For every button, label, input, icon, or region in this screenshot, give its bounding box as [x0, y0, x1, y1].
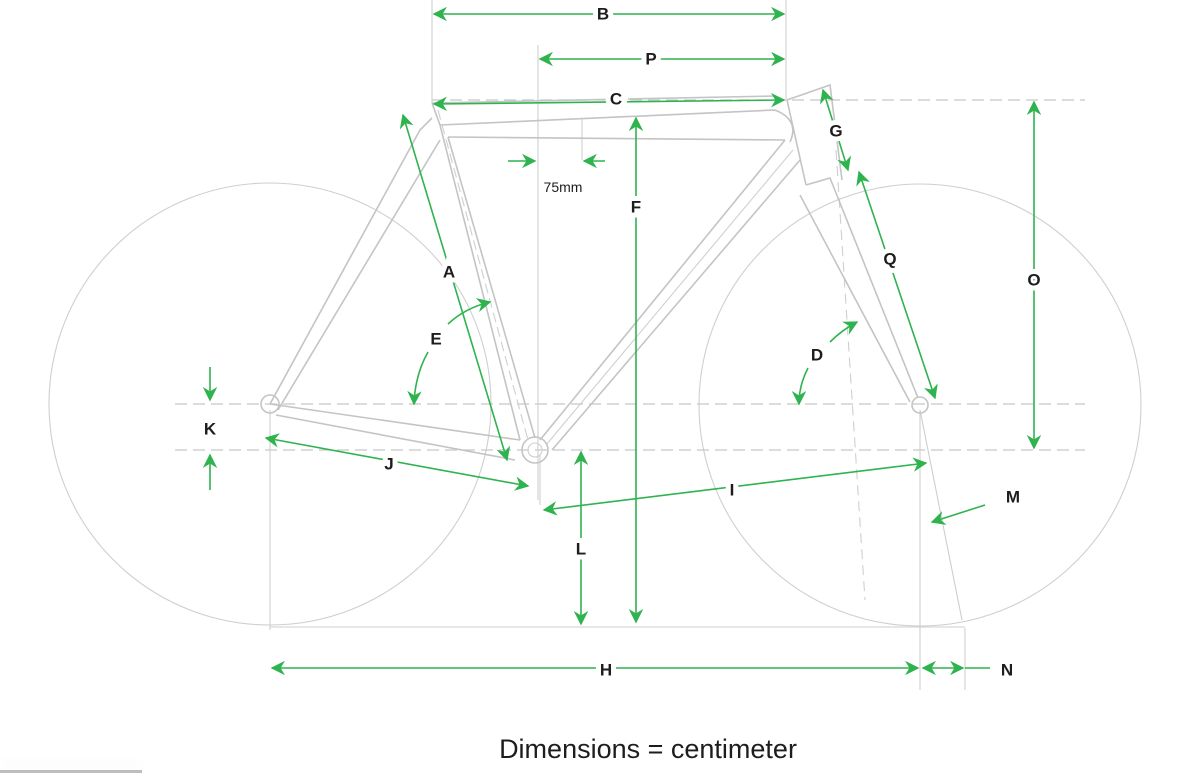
arrow-Q [856, 170, 938, 400]
label-D: D [811, 346, 823, 365]
label-G: G [829, 122, 842, 141]
dimension-arrows [202, 6, 1042, 676]
arrow-D-upper [829, 321, 859, 343]
dimension-labels: B P C G 75mm F Q O A E D K J I M L H N [199, 0, 1046, 685]
arrow-E-upper [447, 298, 492, 325]
arrow-C [432, 92, 786, 112]
arrow-I [542, 457, 928, 516]
horizontal-scrollbar[interactable] [0, 770, 142, 773]
label-K: K [204, 420, 217, 439]
arrow-A [399, 113, 511, 462]
label-M: M [1006, 488, 1020, 507]
label-F: F [631, 198, 641, 217]
label-E: E [430, 330, 441, 349]
label-C: C [610, 90, 622, 109]
arrow-G [819, 88, 852, 172]
units-caption: Dimensions = centimeter [499, 734, 797, 764]
arrow-E-lower [407, 351, 429, 406]
label-J: J [384, 455, 393, 474]
label-N: N [1001, 661, 1013, 680]
label-B: B [597, 5, 609, 24]
arrow-D-lower [791, 367, 809, 406]
label-P: P [645, 50, 656, 69]
label-A: A [443, 263, 455, 282]
label-O: O [1027, 271, 1040, 290]
label-I: I [730, 481, 735, 500]
label-Q: Q [883, 250, 896, 269]
label-L: L [576, 540, 586, 559]
label-75mm: 75mm [544, 179, 583, 195]
label-H: H [600, 661, 612, 680]
arrow-M [930, 504, 986, 525]
arrow-J [264, 433, 530, 491]
bike-frame [260, 83, 929, 464]
